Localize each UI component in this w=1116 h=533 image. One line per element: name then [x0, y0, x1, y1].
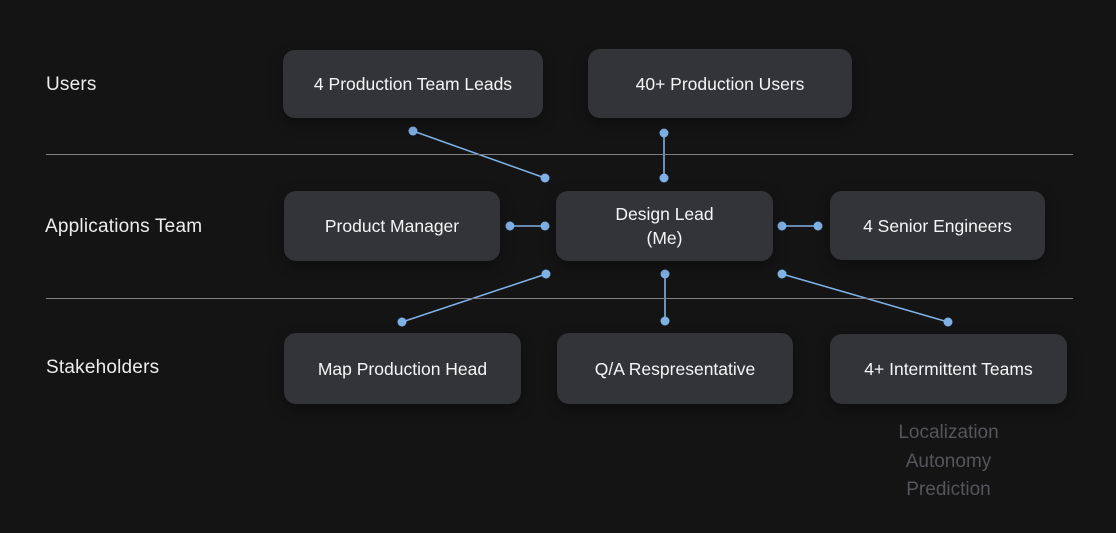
- node-label: 4 Senior Engineers: [863, 215, 1012, 236]
- node-production-team-leads: 4 Production Team Leads: [283, 50, 543, 118]
- node-product-manager: Product Manager: [284, 191, 500, 261]
- node-label: Map Production Head: [317, 358, 488, 379]
- node-label: 40+ Production Users: [635, 73, 805, 94]
- divider-applications-stakeholders: [46, 298, 1073, 299]
- node-label: 4 Production Team Leads: [313, 74, 513, 94]
- node-label-line2: (Me): [646, 228, 683, 248]
- note-autonomy: Autonomy: [905, 450, 992, 472]
- note-prediction: Prediction: [906, 479, 991, 500]
- node-label-line1: Design Lead: [615, 204, 714, 224]
- node-map-production-head: Map Production Head: [284, 333, 521, 404]
- node-design-lead: Design Lead (Me): [556, 191, 773, 261]
- node-label: 4+ Intermittent Teams: [864, 359, 1033, 379]
- row-label-users: Users: [46, 74, 97, 95]
- node-qa-representative: Q/A Respresentative: [557, 333, 793, 404]
- node-label: Q/A Respresentative: [594, 358, 756, 379]
- node-label: Product Manager: [324, 216, 460, 236]
- note-localization: Localization: [898, 422, 999, 443]
- node-intermittent-teams: 4+ Intermittent Teams: [830, 334, 1067, 404]
- node-production-users: 40+ Production Users: [588, 49, 852, 118]
- node-senior-engineers: 4 Senior Engineers: [830, 191, 1045, 260]
- row-label-applications-team: Applications Team: [45, 216, 203, 237]
- intermittent-team-notes: Localization Autonomy Prediction: [830, 419, 1067, 505]
- divider-users-applications: [46, 154, 1073, 155]
- row-label-stakeholders: Stakeholders: [46, 357, 160, 378]
